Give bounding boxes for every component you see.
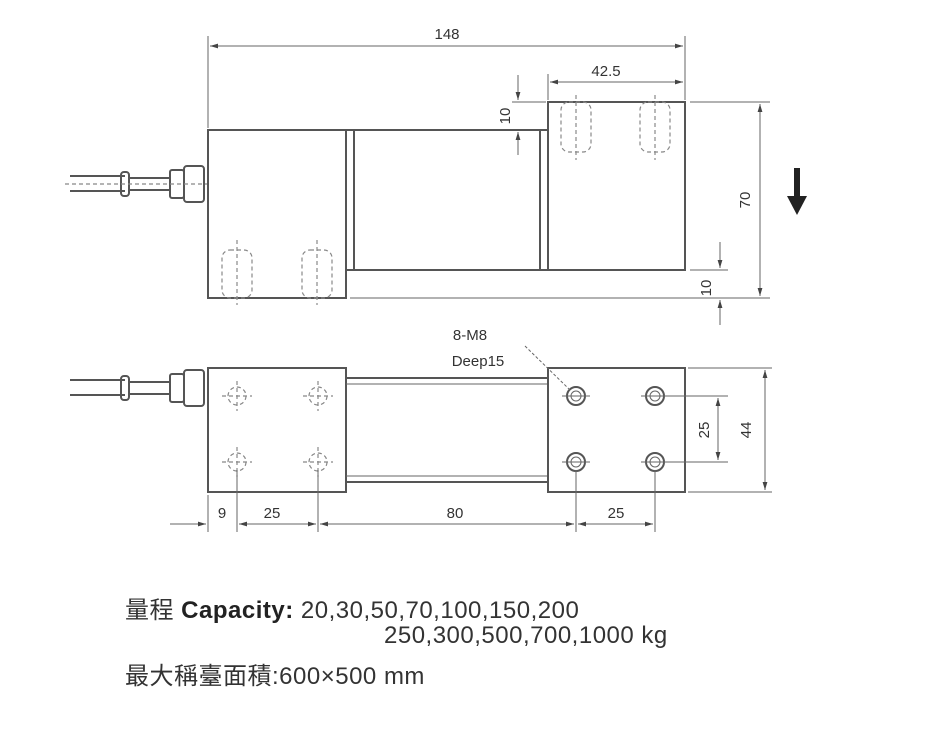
dim-height: 70 <box>737 192 754 209</box>
dim-bottom-offset: 10 <box>698 280 715 297</box>
dim-top-offset: 10 <box>497 108 514 125</box>
capacity-row: 量程 Capacity: 20,30,50,70,100,150,200 <box>125 590 579 625</box>
right-block <box>547 101 686 271</box>
mount-holes-left <box>222 381 333 477</box>
capacity-values-2: 250,300,500,700,1000 kg <box>384 622 668 649</box>
hole-label: 8-M8 <box>453 327 487 344</box>
dim-block: 42.5 <box>591 63 620 80</box>
dim-length: 148 <box>434 26 459 43</box>
arrow-down-icon <box>787 168 807 215</box>
left-block <box>207 129 347 299</box>
dim-edge: 9 <box>218 505 226 522</box>
dim-hole-spacing-v: 25 <box>696 422 713 439</box>
cable <box>65 165 212 203</box>
side-view: 148 42.5 10 70 10 <box>65 26 807 325</box>
platform-value: :600×500 mm <box>272 663 425 690</box>
dim-width: 44 <box>738 422 755 439</box>
capacity-label: Capacity: <box>181 597 294 624</box>
capacity-values-1: 20,30,50,70,100,150,200 <box>300 597 580 624</box>
leader-line <box>524 345 571 391</box>
cable-2 <box>70 369 205 407</box>
threaded-holes <box>221 95 671 305</box>
hole-depth: Deep15 <box>452 353 505 370</box>
dim-left-spacing: 25 <box>264 505 281 522</box>
dim-right-spacing: 25 <box>608 505 625 522</box>
mount-holes-right <box>562 386 669 472</box>
platform-cn: 最大稱臺面積 <box>125 663 272 690</box>
dim-center: 80 <box>447 505 464 522</box>
capacity-cn: 量程 <box>125 597 174 624</box>
bottom-view: 8-M8 Deep15 25 44 9 25 80 25 <box>70 327 772 532</box>
platform-row: 最大稱臺面積:600×500 mm <box>125 656 425 691</box>
